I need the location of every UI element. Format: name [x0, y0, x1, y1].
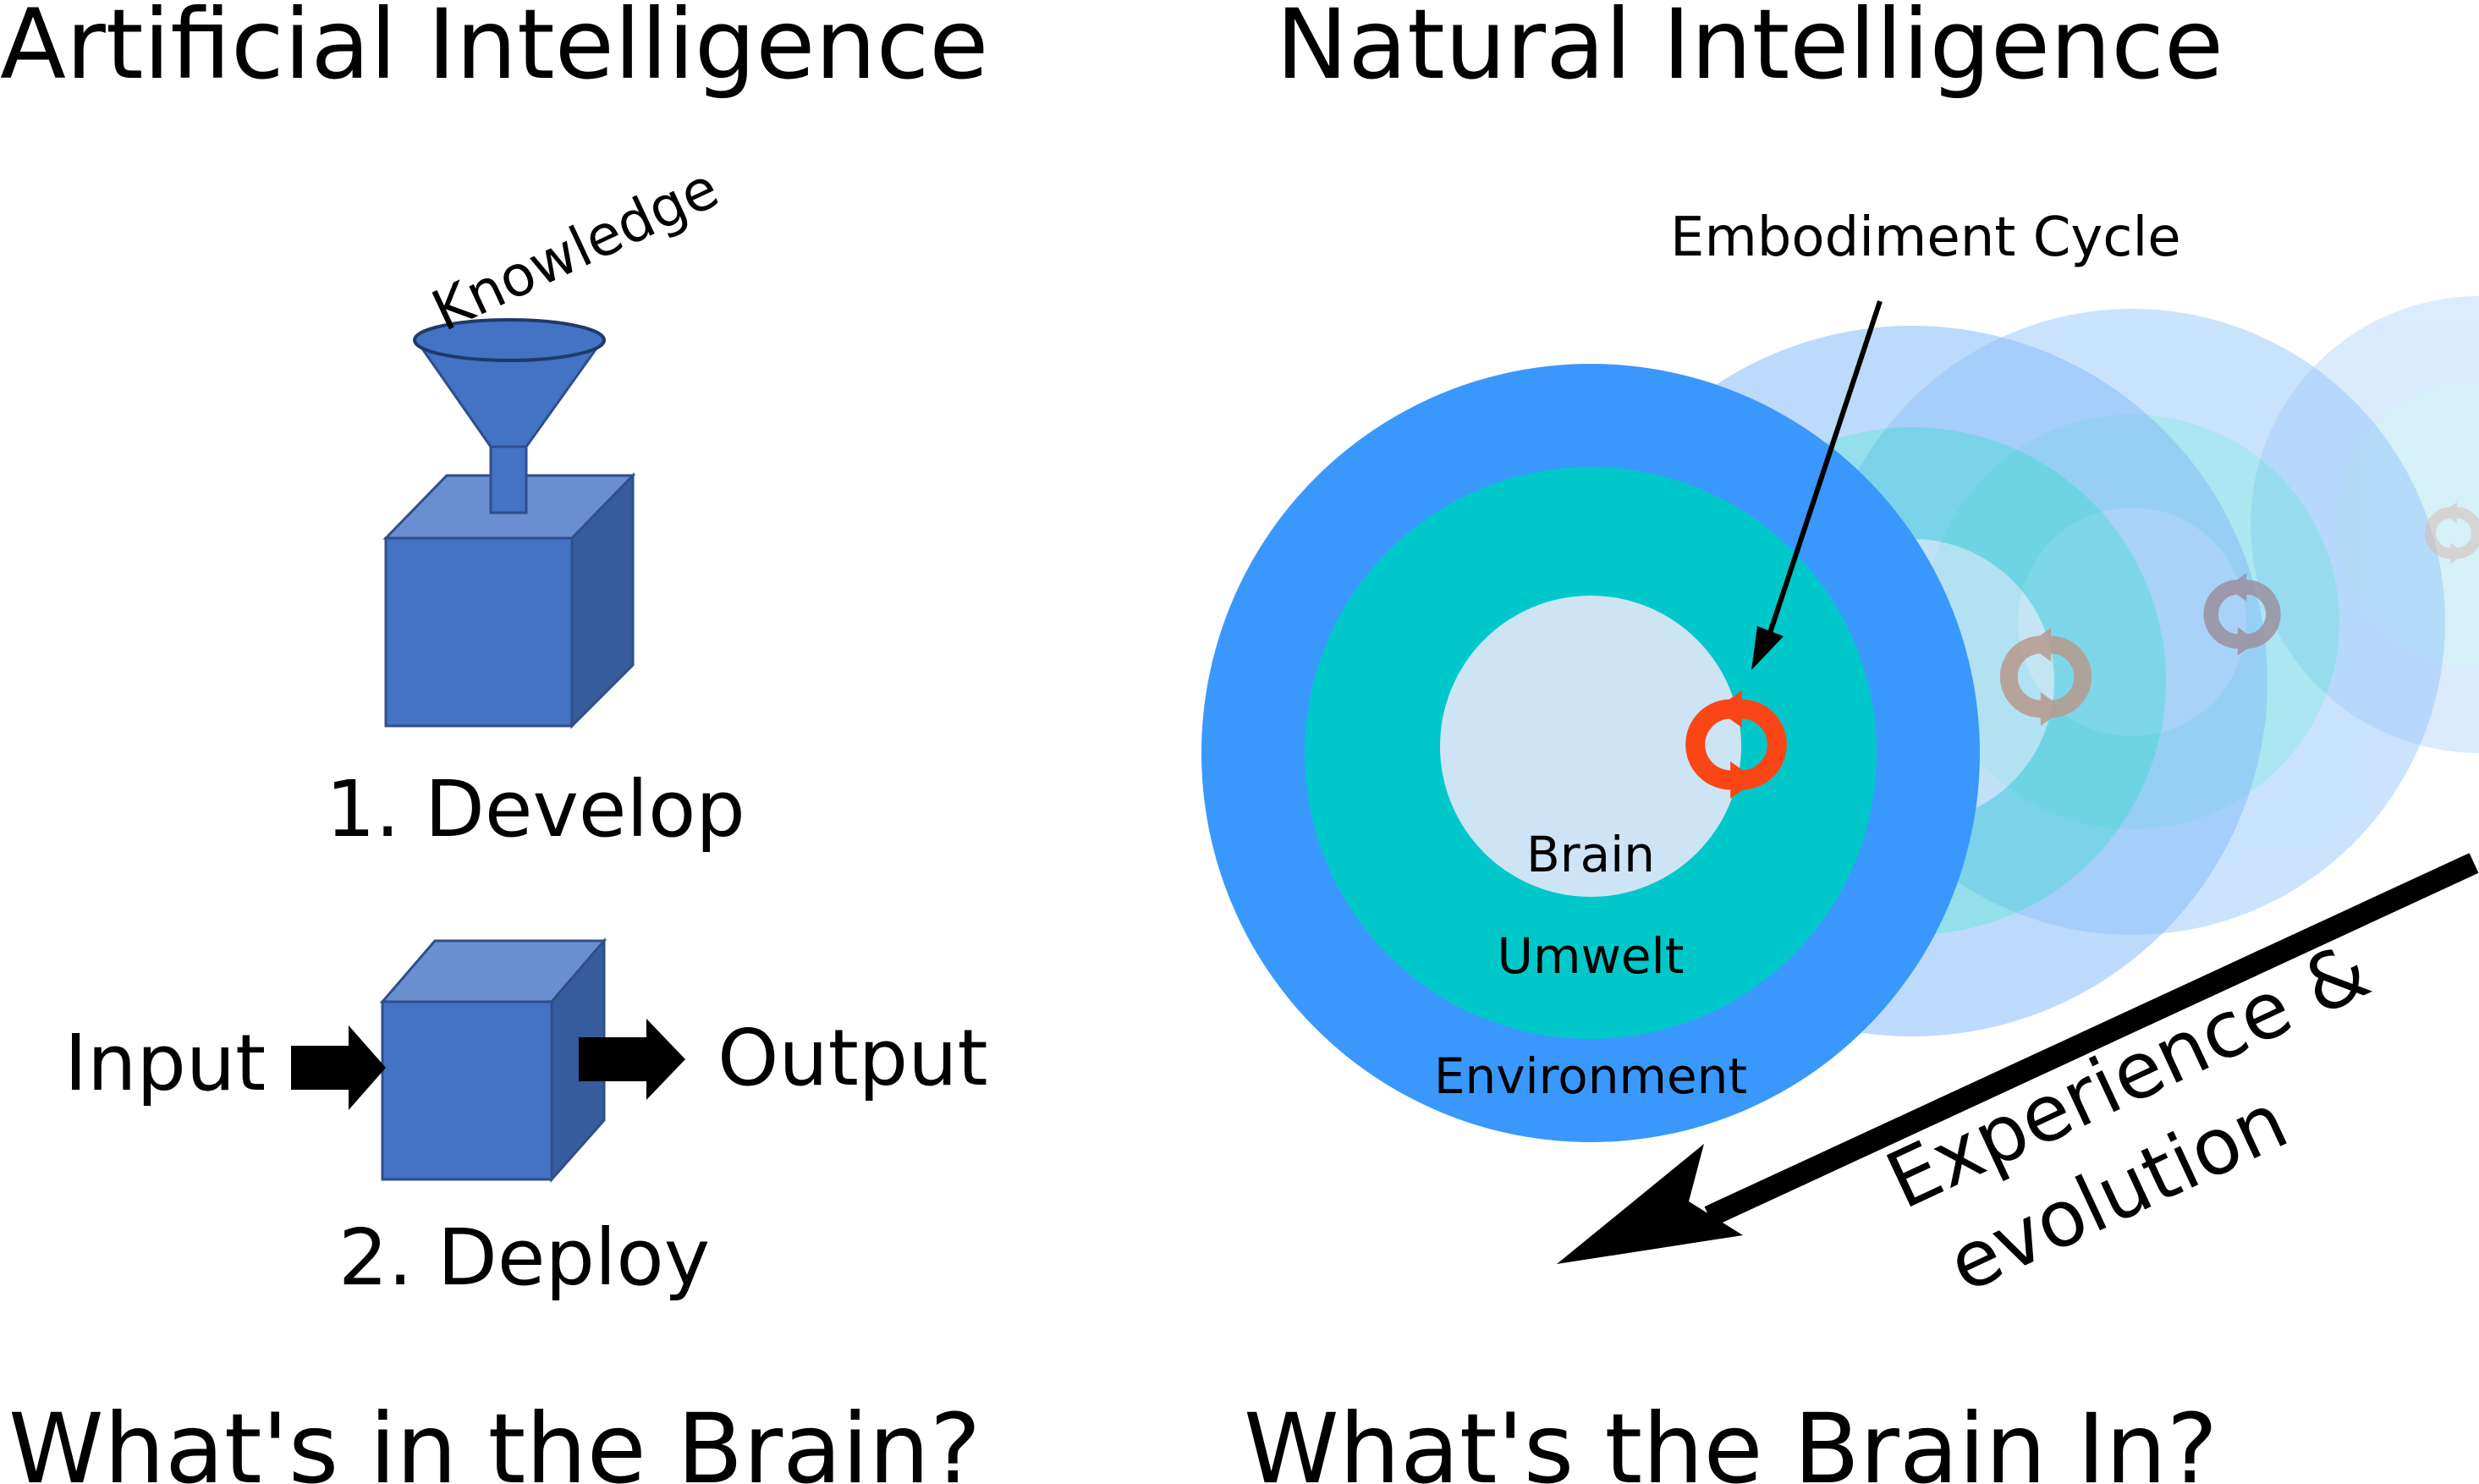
funnel-spout [489, 445, 528, 514]
output-label: Output [717, 1013, 988, 1103]
cycle-pointer-head [1751, 626, 1784, 670]
develop-cube-icon [382, 472, 636, 729]
input-arrow [291, 1025, 386, 1110]
cycle-pointer-line [1766, 300, 1883, 639]
experience-arrow-head [1557, 1144, 1743, 1264]
brain-label: Brain [1526, 826, 1655, 883]
deploy-cube-icon [379, 937, 607, 1183]
experience-arrow-shaft [1704, 853, 2479, 1227]
brain-circle [1440, 596, 1741, 897]
deploy-label: 2. Deploy [338, 1212, 710, 1303]
embodiment-cycle-label: Embodiment Cycle [1670, 206, 2181, 269]
heading-artificial-intelligence: Artificial Intelligence [0, 0, 988, 101]
question-whats-in-the-brain: What's in the Brain? [8, 1393, 981, 1484]
develop-label: 1. Develop [326, 764, 745, 855]
echo-rings-far [2251, 296, 2479, 753]
output-arrow [579, 1019, 685, 1100]
input-label: Input [64, 1018, 266, 1108]
environment-label: Environment [1434, 1047, 1747, 1105]
knowledge-label: Knowledge [422, 155, 728, 344]
heading-natural-intelligence: Natural Intelligence [1276, 0, 2223, 101]
umwelt-label: Umwelt [1498, 927, 1685, 985]
question-whats-the-brain-in: What's the Brain In? [1244, 1393, 2218, 1484]
